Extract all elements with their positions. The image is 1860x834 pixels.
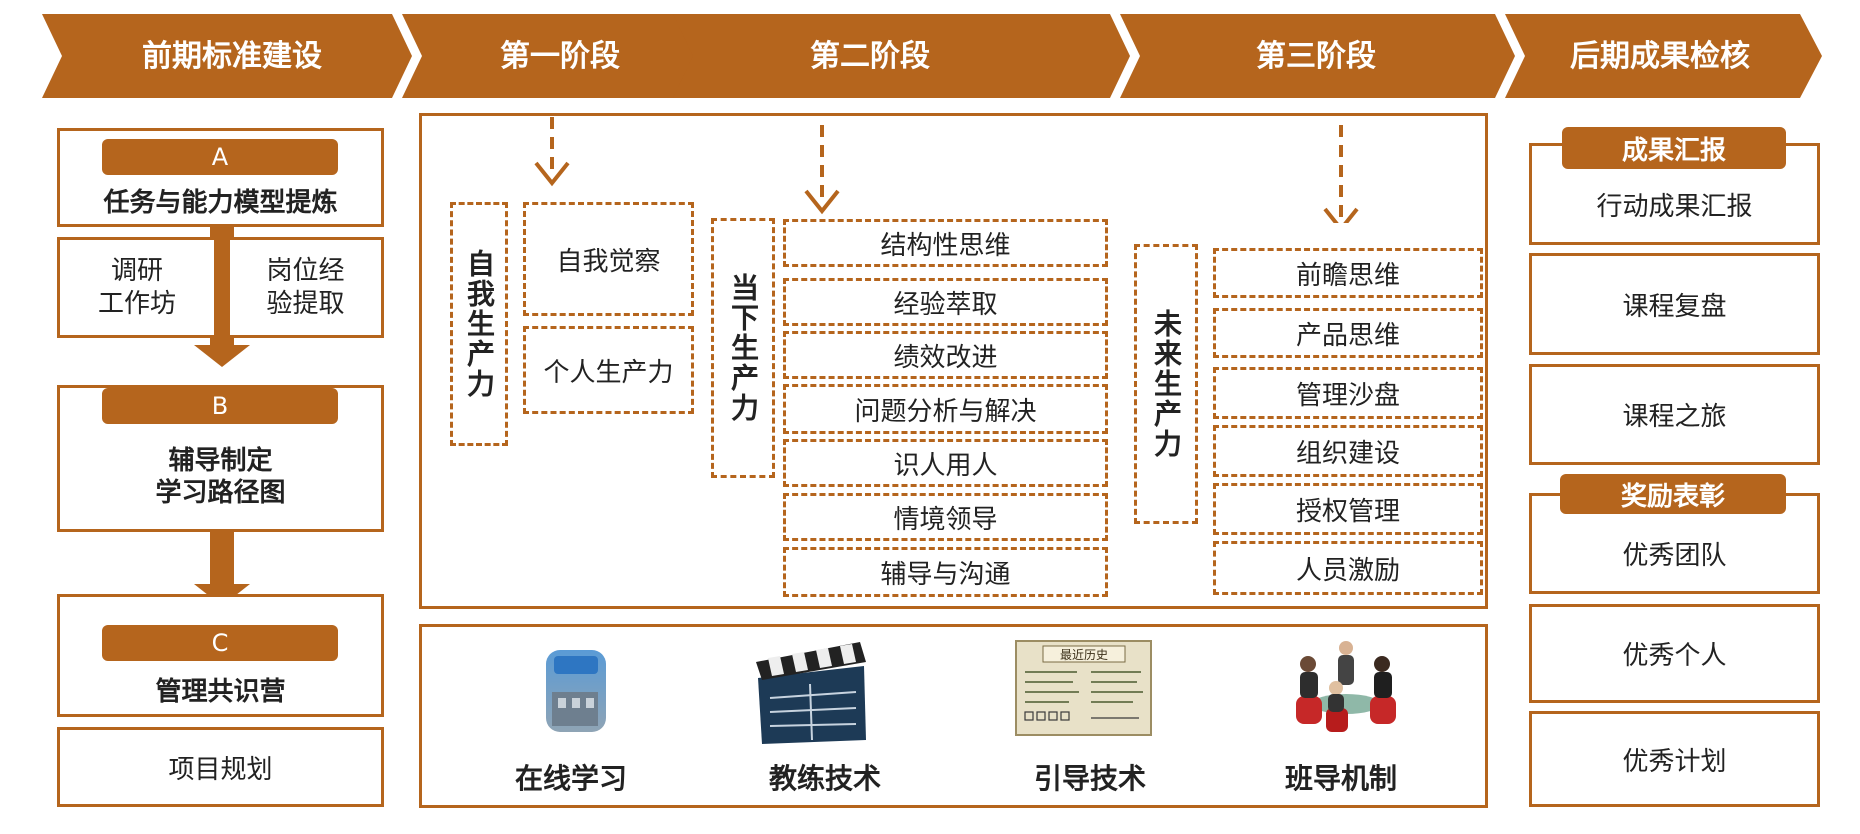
step-c-letter: C — [211, 629, 229, 657]
result-item-2: 课程复盘 — [1529, 253, 1820, 355]
project-plan-box: 项目规划 — [57, 727, 384, 807]
result-badge: 成果汇报 — [1562, 127, 1786, 169]
award-item-2: 优秀个人 — [1529, 604, 1820, 703]
result-item-3: 课程之旅 — [1529, 364, 1820, 465]
flow-arrow-shaft-2 — [210, 532, 234, 588]
group2-item-1: 结构性思维 — [783, 219, 1108, 267]
step-a-letter: A — [211, 143, 229, 171]
phase-label-4: 第三阶段 — [1256, 39, 1376, 74]
group3-item-6: 人员激励 — [1213, 541, 1483, 595]
whiteboard-notes-icon: 最近历史 — [1015, 640, 1152, 736]
group1-title: 自我生产力 — [463, 249, 496, 399]
phase-label-5: 后期成果检核 — [1570, 39, 1750, 74]
phase-chevron-2 — [402, 14, 700, 98]
step-b-box: B 辅导制定 学习路径图 — [57, 385, 384, 532]
phase-chevron-3 — [673, 14, 1130, 98]
method-label-class-tutor: 班导机制 — [1284, 762, 1397, 795]
group3-item-2: 产品思维 — [1213, 308, 1483, 358]
stage-arrow-2 — [804, 189, 840, 215]
post-experience-box: 岗位经 验提取 — [227, 237, 384, 338]
step-c-box: C 管理共识营 — [57, 594, 384, 717]
group2-item-7: 辅导与沟通 — [783, 547, 1108, 597]
phase-chevron-4 — [1120, 14, 1515, 98]
research-workshop-box: 调研 工作坊 — [57, 237, 217, 338]
whiteboard-title: 最近历史 — [1060, 648, 1108, 662]
step-b-title: 辅导制定 学习路径图 — [155, 445, 286, 509]
stage-arrow-3 — [1323, 207, 1359, 223]
phase-header: 前期标准建设 第一阶段 第二阶段 第三阶段 后期成果检核 — [42, 14, 1822, 98]
group2-item-6: 情境领导 — [783, 493, 1108, 541]
group3-item-1: 前瞻思维 — [1213, 248, 1483, 298]
award-badge: 奖励表彰 — [1560, 474, 1786, 514]
group1-title-box: 自我生产力 — [450, 202, 508, 446]
group2-item-3: 绩效改进 — [783, 331, 1108, 379]
group3-item-5: 授权管理 — [1213, 483, 1483, 535]
phase-chevron-5 — [1505, 14, 1822, 98]
group2-item-2: 经验萃取 — [783, 278, 1108, 326]
meeting-group-icon — [1296, 641, 1396, 732]
group2-title-box: 当下生产力 — [711, 218, 775, 478]
phase-chevron-1 — [42, 14, 412, 98]
step-c-title: 管理共识营 — [155, 676, 286, 707]
group3-item-3: 管理沙盘 — [1213, 367, 1483, 419]
group2-title: 当下生产力 — [727, 273, 760, 423]
step-a-title: 任务与能力模型提炼 — [103, 187, 338, 218]
phase-label-1: 前期标准建设 — [142, 39, 322, 74]
online-learning-photo-icon — [546, 650, 606, 732]
method-label-online: 在线学习 — [514, 762, 627, 795]
group1-item-1: 自我觉察 — [523, 202, 694, 316]
phase-label-2: 第一阶段 — [500, 39, 620, 74]
stage-arrow-1 — [534, 161, 570, 187]
group1-item-2: 个人生产力 — [523, 326, 694, 414]
group2-item-5: 识人用人 — [783, 439, 1108, 487]
step-c-letter-bar: C — [102, 625, 338, 661]
flow-arrow-head-1 — [194, 345, 250, 367]
method-label-coaching: 教练技术 — [768, 762, 881, 795]
group3-title-box: 未来生产力 — [1134, 244, 1198, 524]
group3-title: 未来生产力 — [1150, 309, 1183, 459]
step-b-letter: B — [211, 392, 229, 420]
step-a-box: A 任务与能力模型提炼 — [57, 128, 384, 227]
group3-item-4: 组织建设 — [1213, 425, 1483, 477]
award-item-3: 优秀计划 — [1529, 711, 1820, 807]
stage-arrows — [534, 117, 1359, 223]
step-a-letter-bar: A — [102, 139, 338, 175]
clapperboard-icon — [756, 642, 866, 744]
group2-item-4: 问题分析与解决 — [783, 384, 1108, 434]
phase-label-3: 第二阶段 — [810, 39, 930, 74]
method-label-facilitation: 引导技术 — [1033, 762, 1146, 795]
step-b-letter-bar: B — [102, 388, 338, 424]
